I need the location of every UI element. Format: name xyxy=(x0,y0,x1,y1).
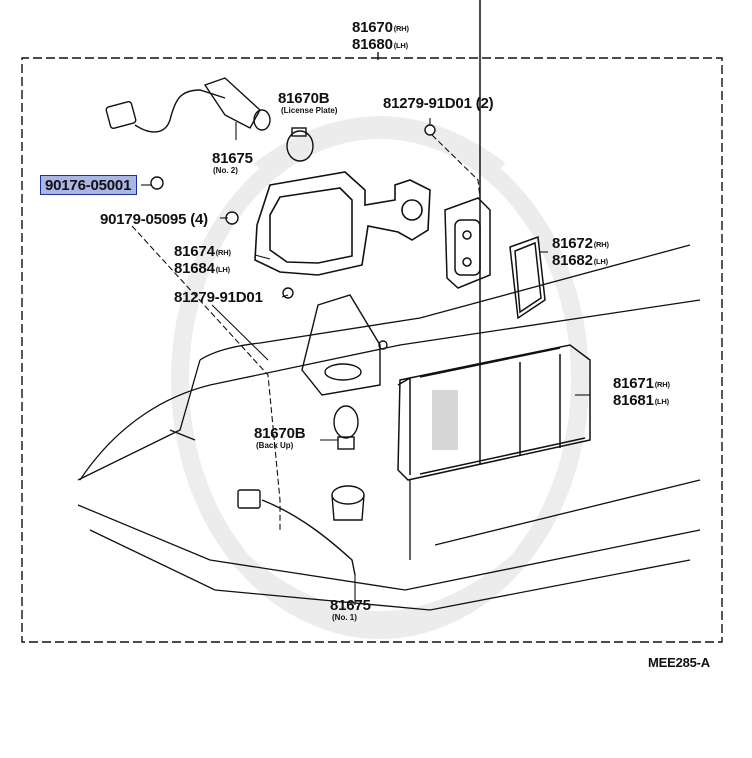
bulb-backup-note: (Back Up) xyxy=(256,441,294,450)
assembly-lh-tag: (LH) xyxy=(393,41,408,50)
lens-gasket xyxy=(509,235,546,320)
socket-no2-note: (No. 2) xyxy=(213,166,238,175)
gasket-lens-lh-part: 81682 xyxy=(552,252,593,269)
gasket-lens-lh-tag: (LH) xyxy=(593,257,608,266)
gasket-main-rh-part: 81674 xyxy=(174,243,215,260)
screw-mid-part: 81279-91D01 xyxy=(174,289,263,306)
lens-unit-lh-tag: (LH) xyxy=(654,397,669,406)
socket-no2 xyxy=(105,77,271,133)
socket-no1-part: 81675 xyxy=(330,597,371,614)
assembly-rh-part: 81670 xyxy=(352,19,393,36)
car-body xyxy=(77,244,701,611)
gasket-lens-rh-part: 81672 xyxy=(552,235,593,252)
main-gasket xyxy=(254,171,431,276)
screw-top-part: 81279-91D01 xyxy=(383,95,472,112)
leader-lines xyxy=(131,118,590,605)
socket-no1-note: (No. 1) xyxy=(332,613,357,622)
figure-code: MEE285-A xyxy=(648,655,710,670)
assembly-lh-part: 81680 xyxy=(352,36,393,53)
socket-no1-label[interactable]: 81675 xyxy=(330,598,371,613)
assembly-rh-tag: (RH) xyxy=(393,24,409,33)
bulb-license xyxy=(286,127,314,162)
screw-mid-label[interactable]: 81279-91D01 xyxy=(174,290,263,305)
screw-top-label[interactable]: 81279-91D01 (2) xyxy=(383,95,494,112)
nut-part: 90179-05095 xyxy=(100,211,187,228)
license-lens xyxy=(444,197,491,289)
nut-qty: (4) xyxy=(190,211,208,228)
lens-unit-label-rh[interactable]: 81671(RH) xyxy=(613,376,670,391)
socket-no2-label[interactable]: 81675 xyxy=(212,151,253,166)
gasket-main-rh-tag: (RH) xyxy=(215,248,231,257)
lens-unit-lh-part: 81681 xyxy=(613,392,654,409)
bulb-backup-label[interactable]: 81670B xyxy=(254,425,306,442)
assembly-label: 81670(RH) xyxy=(352,20,409,35)
gasket-main-label-rh[interactable]: 81674(RH) xyxy=(174,244,231,259)
lens-unit-label-lh[interactable]: 81681(LH) xyxy=(613,393,669,408)
bulb-backup-part: 81670B xyxy=(254,425,306,442)
gasket-main-label-lh[interactable]: 81684(LH) xyxy=(174,261,230,276)
bulb-license-part: 81670B xyxy=(278,90,330,107)
bulb-license-label[interactable]: 81670B xyxy=(278,90,330,107)
gasket-main-lh-part: 81684 xyxy=(174,260,215,277)
gasket-lens-rh-tag: (RH) xyxy=(593,240,609,249)
gasket-lens-label-rh[interactable]: 81672(RH) xyxy=(552,236,609,251)
socket-housing xyxy=(301,294,388,396)
lens-unit-rh-part: 81671 xyxy=(613,375,654,392)
gasket-lens-label-lh[interactable]: 81682(LH) xyxy=(552,253,608,268)
assembly-boundary xyxy=(21,57,723,643)
assembly-label-lh: 81680(LH) xyxy=(352,37,408,52)
nut-qty-label[interactable]: 90179-05095 (4) xyxy=(100,212,208,227)
bulb-backup xyxy=(333,405,359,450)
highlighted-part-number: 90176-05001 xyxy=(45,177,132,194)
bulb-license-note: (License Plate) xyxy=(281,106,338,115)
watermark xyxy=(171,116,589,639)
lens-unit-rh-tag: (RH) xyxy=(654,380,670,389)
gasket-main-lh-tag: (LH) xyxy=(215,265,230,274)
socket-no1 xyxy=(237,485,365,576)
screw-top-qty: (2) xyxy=(475,95,494,112)
highlighted-part-label[interactable]: 90176-05001 xyxy=(39,175,138,195)
socket-no2-part: 81675 xyxy=(212,150,253,167)
